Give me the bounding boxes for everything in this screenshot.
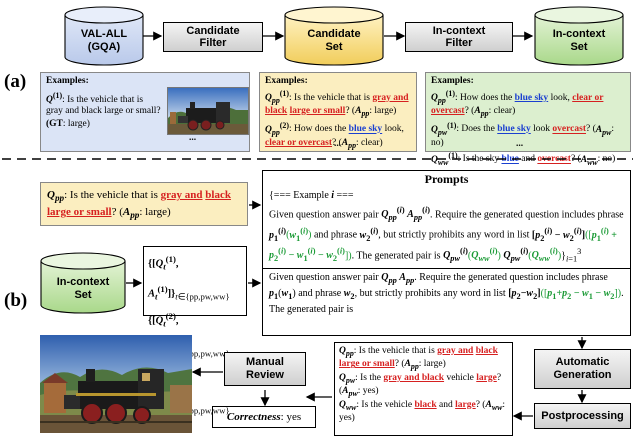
val-all-cylinder: VAL-ALL (GQA) [64,6,144,66]
prompt-example-header: {=== Example i === [269,190,354,201]
val-all-label-2: (GQA) [87,41,121,53]
incontext-set-b-label-2: Set [74,289,92,301]
prompts-box: Prompts {=== Example i === Given questio… [262,170,631,336]
manual-review-box: Manual Review [224,352,306,386]
incontext-set-label-1: In-context [552,28,606,40]
section-b-arrows [126,200,587,421]
incontext-set-b-label-1: In-context [56,276,110,288]
examples-box-val-all: Examples: Q(1): Is the vehicle that is g… [40,72,250,152]
candidate-filter-label-1: Candidate [186,25,240,37]
query-box: Qpp: Is the vehicle that is gray and bla… [40,182,248,226]
candidate-set-label-1: Candidate [307,28,361,40]
train-photo-small [167,87,249,135]
train-photo-large [40,335,192,433]
val-all-label-1: VAL-ALL [80,28,128,40]
examples-box-incontext: Examples: Qpp(1): How does the blue sky … [425,72,631,167]
incontext-set-cylinder-b: In-context Set [40,252,126,314]
example-question: Q(1): Is the vehicle that is gray and bl… [46,90,161,117]
candidate-example-1: Qpp(1): Is the vehicle that is gray and … [265,88,409,118]
examples-heading-2: Examples: [265,76,308,86]
correctness-box: Correctness: yes [212,406,316,428]
examples-box-candidate: Examples: Qpp(1): Is the vehicle that is… [259,72,417,152]
incontext-filter-label-1: In-context [432,25,486,37]
example-ground-truth: (GT: large) [46,118,90,129]
incontext-example-1: Qpp(1): How does the blue sky look, clea… [431,88,604,118]
incontext-filter-box: In-context Filter [405,22,513,52]
candidate-example-2: Qpp(2): How does the blue sky look, clea… [265,120,404,150]
output-line-pp: Qpp: Is the vehicle that is gray and bla… [339,346,498,372]
prompts-title: Prompts [424,172,469,186]
output-line-pw: Qpw: Is the gray and black vehicle large… [339,372,502,399]
output-line-ww: Qww: Is the vehicle black and large? (Aw… [339,399,505,423]
auto-gen-label-2: Generation [553,369,612,381]
ellipsis: ... [189,133,197,143]
examples-heading: Examples: [46,76,89,86]
set-notation-1: {[Qt(1), At(1)]}t∈{pp,pw,ww} [148,254,230,302]
correctness-value: : yes [280,411,302,423]
candidate-set-label-2: Set [325,41,343,53]
prompt-query-text: Given question answer pair Qpp App. Requ… [269,271,624,315]
candidate-set-cylinder: Candidate Set [284,6,384,66]
ellipsis: ... [334,139,342,149]
correctness-label: Correctness [226,411,281,423]
automatic-generation-box: Automatic Generation [534,349,631,389]
candidate-filter-box: Candidate Filter [163,22,263,52]
manual-review-label-2: Review [246,369,284,381]
top-flow-arrows [143,31,534,41]
incontext-set-label-2: Set [570,41,588,53]
section-label-a: (a) [4,71,27,92]
candidate-filter-label-2: Filter [199,37,227,49]
incontext-example-2: Qpw(1): Does the blue sky look overcast?… [431,120,614,148]
prompt-example-text: Given question answer pair Qpp(i) App(i)… [269,206,624,263]
section-divider [2,158,633,160]
examples-heading-3: Examples: [431,76,474,86]
postprocessing-box: Postprocessing [534,403,631,429]
generated-output-box: Qpp: Is the vehicle that is gray and bla… [334,342,513,436]
manual-review-label-1: Manual [246,356,284,368]
auto-gen-label-1: Automatic [555,356,610,368]
incontext-set-cylinder: In-context Set [534,6,624,66]
section-label-b: (b) [4,290,28,311]
incontext-filter-label-2: Filter [445,37,473,49]
ellipsis: ... [516,139,524,149]
